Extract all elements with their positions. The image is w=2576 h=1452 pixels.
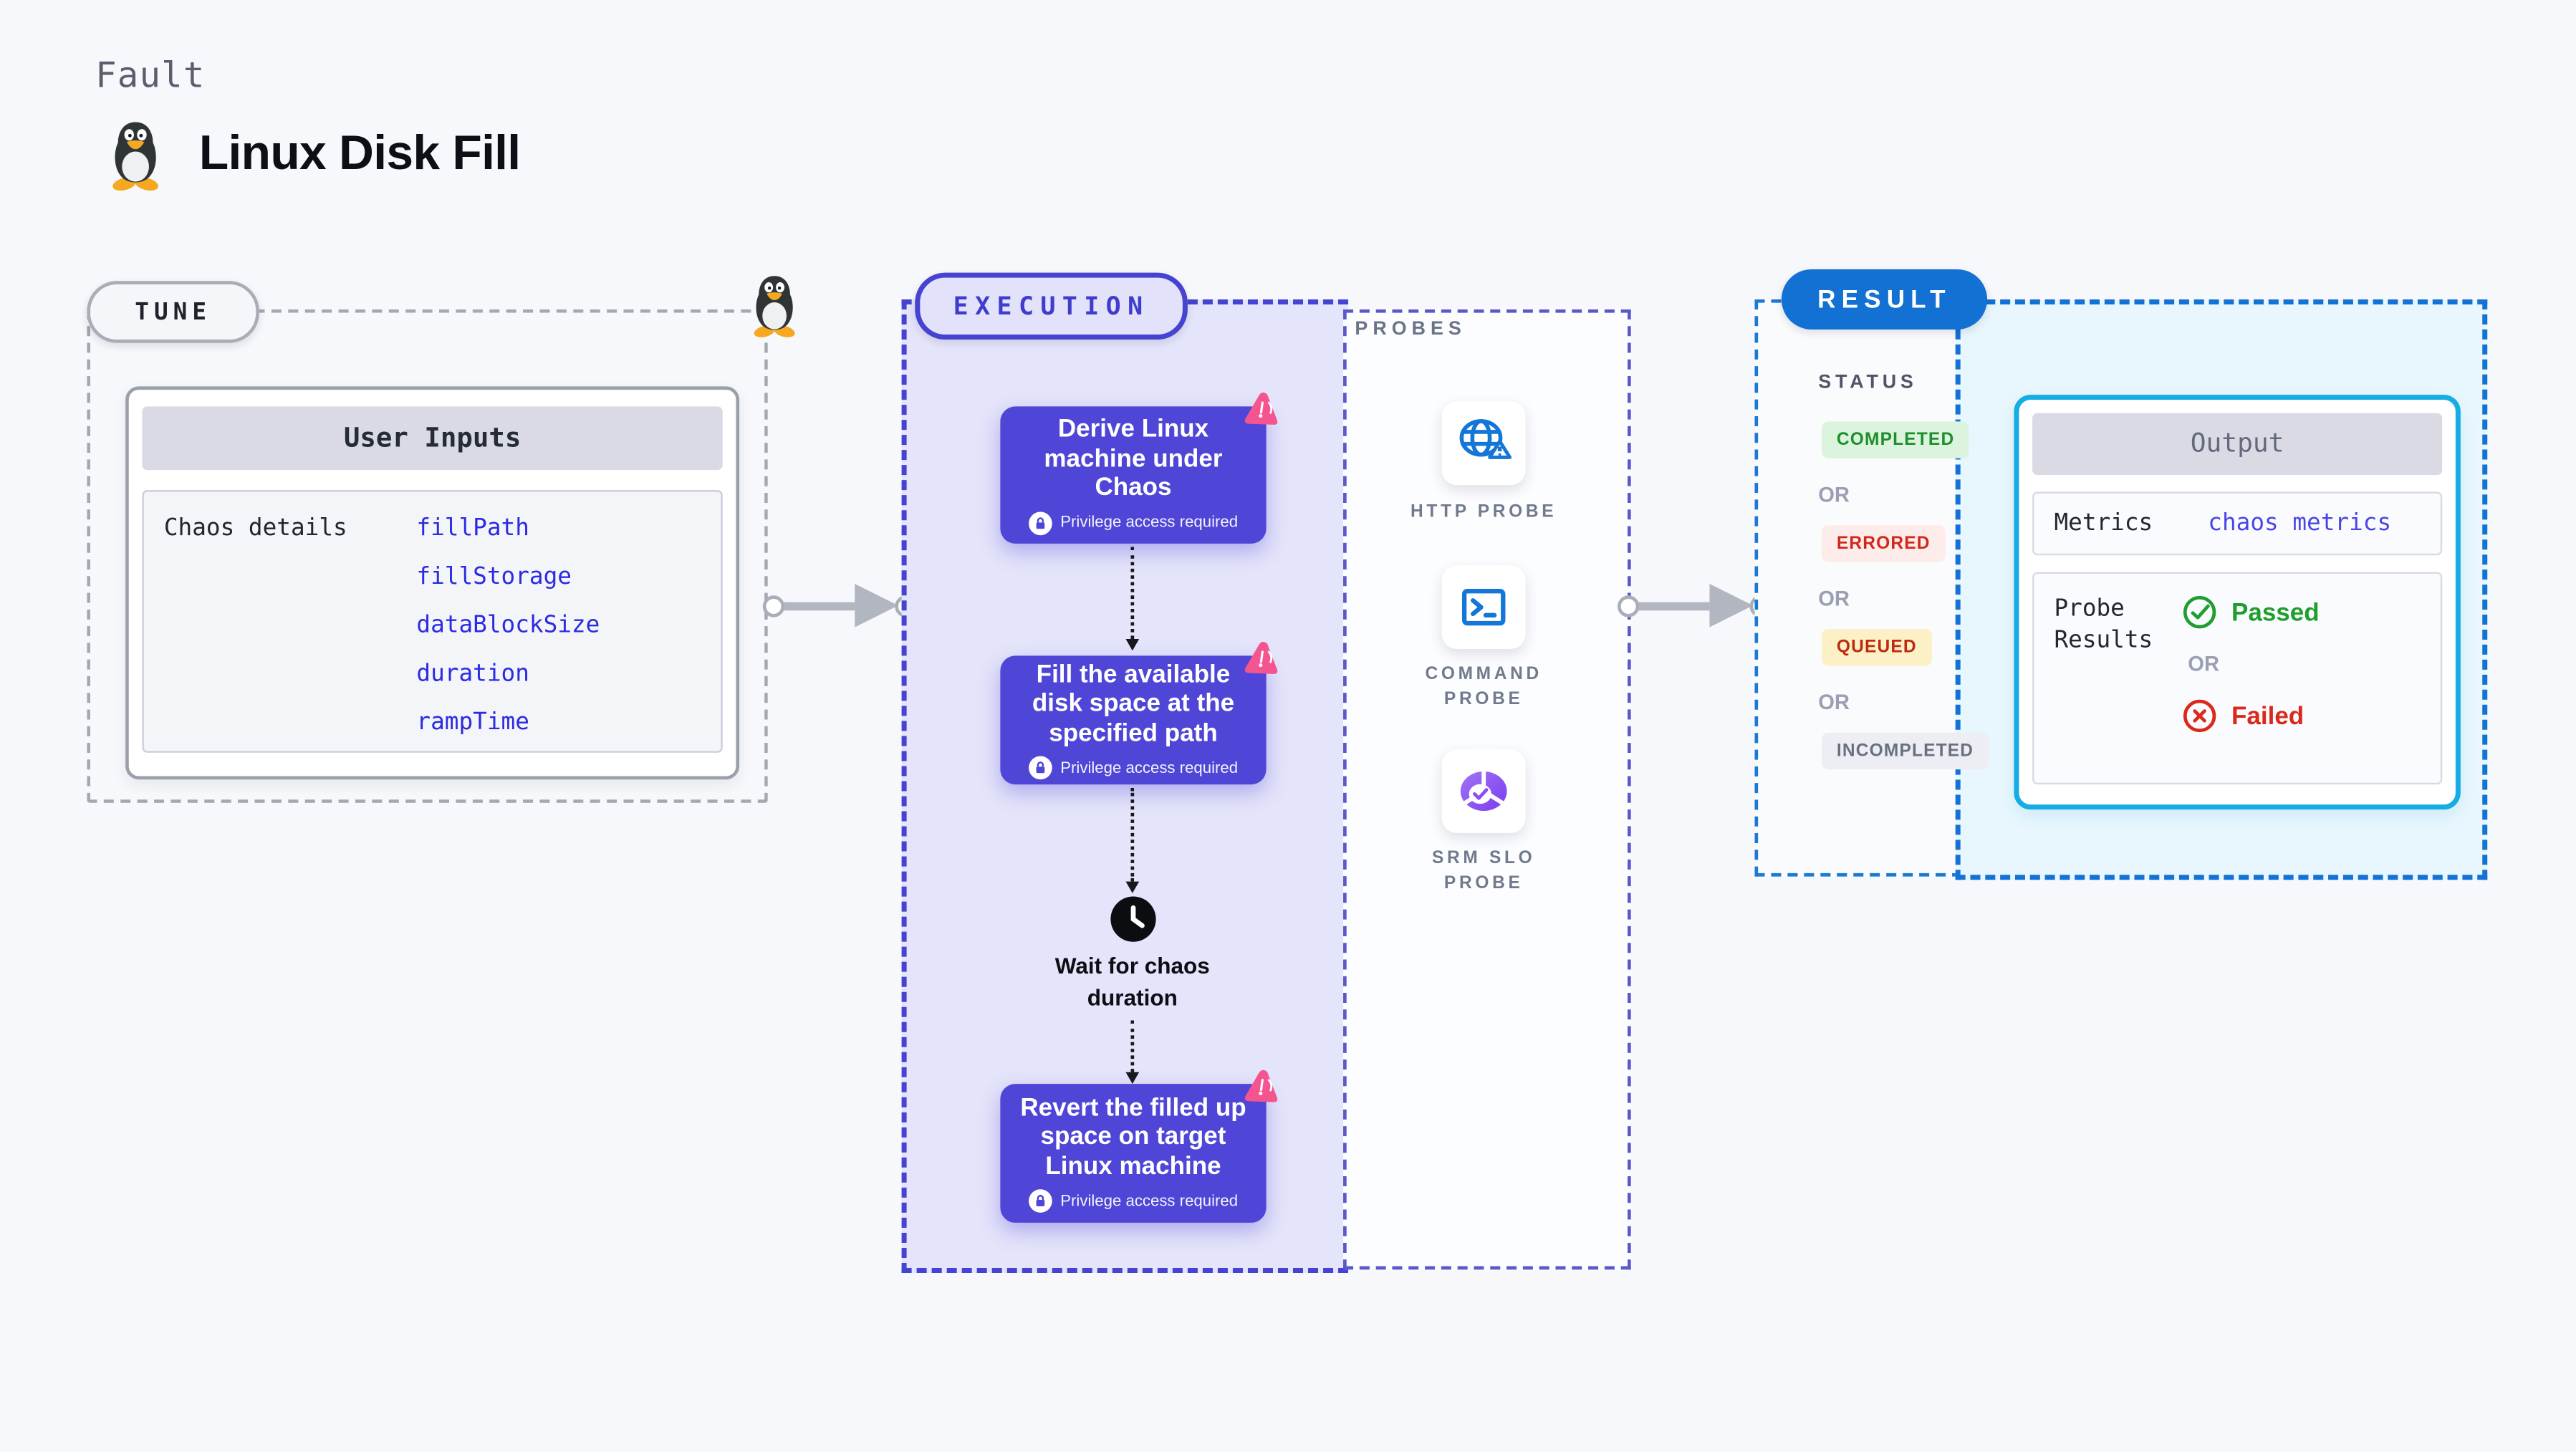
param-link-datablocksize[interactable]: dataBlockSize bbox=[416, 612, 600, 639]
step-title: Derive Linux machine under Chaos bbox=[1044, 415, 1223, 503]
badge-completed-text: COMPLETED bbox=[1821, 421, 1970, 458]
user-inputs-card: User Inputs Chaos details fillPath fillS… bbox=[125, 386, 740, 780]
status-badge-completed: COMPLETED bbox=[1821, 421, 1970, 458]
tux-penguin-corner-icon bbox=[746, 271, 802, 337]
status-badge-incompleted: INCOMPLETED bbox=[1821, 732, 1989, 770]
status-heading: STATUS bbox=[1818, 372, 1918, 393]
param-link-duration[interactable]: duration bbox=[416, 660, 529, 688]
connector-dot bbox=[761, 595, 784, 617]
chaos-experiment-icon bbox=[1244, 393, 1278, 425]
output-card: Output Metrics chaos metrics Probe Resul… bbox=[2014, 395, 2461, 810]
flow-connector bbox=[1125, 547, 1139, 651]
step-revert-space: Revert the filled up space on target Lin… bbox=[1000, 1069, 1278, 1223]
privilege-note: Privilege access required bbox=[1060, 759, 1239, 778]
or-separator: OR bbox=[1818, 587, 1850, 611]
badge-queued-text: QUEUED bbox=[1821, 628, 1932, 666]
connector-dot bbox=[1616, 595, 1639, 617]
srm-slo-probe-card bbox=[1441, 749, 1526, 833]
param-link-fillstorage[interactable]: fillStorage bbox=[416, 563, 572, 591]
x-circle-icon bbox=[2183, 699, 2216, 733]
metrics-label: Metrics bbox=[2054, 510, 2153, 537]
step-fill-disk: Fill the available disk space at the spe… bbox=[1000, 642, 1278, 785]
check-circle-icon bbox=[2183, 595, 2216, 629]
tune-section-label: TUNE bbox=[87, 281, 259, 343]
failed-text: Failed bbox=[2231, 701, 2305, 731]
flow-connector bbox=[1125, 1020, 1139, 1085]
passed-text: Passed bbox=[2231, 597, 2320, 627]
chaos-experiment-icon bbox=[1244, 1069, 1278, 1102]
param-link-fillpath[interactable]: fillPath bbox=[416, 515, 529, 542]
step-title: Revert the filled up space on target Lin… bbox=[1020, 1093, 1246, 1181]
privilege-note: Privilege access required bbox=[1060, 514, 1239, 533]
clock-icon bbox=[1109, 895, 1158, 943]
execution-label-text: EXECUTION bbox=[953, 291, 1150, 322]
result-section-label: RESULT bbox=[1781, 269, 1988, 330]
fault-eyebrow: Fault bbox=[95, 55, 206, 96]
badge-errored-text: ERRORED bbox=[1821, 525, 1946, 562]
chaos-experiment-icon bbox=[1244, 642, 1278, 674]
terminal-icon bbox=[1461, 589, 1506, 626]
flow-connector bbox=[1125, 787, 1139, 893]
metrics-row: Metrics chaos metrics bbox=[2032, 491, 2443, 556]
probe-results-label: Probe Results bbox=[2054, 595, 2153, 655]
lock-icon bbox=[1028, 756, 1052, 780]
privilege-note: Privilege access required bbox=[1060, 1192, 1239, 1211]
probe-results-row: Probe Results Passed OR Failed bbox=[2032, 572, 2443, 785]
chaos-details-label: Chaos details bbox=[163, 515, 347, 542]
tune-to-execution-arrow bbox=[761, 575, 916, 635]
execution-section-label: EXECUTION bbox=[915, 272, 1188, 340]
passed-line: Passed bbox=[2181, 594, 2320, 630]
param-link-ramptime[interactable]: rampTime bbox=[416, 709, 529, 736]
srm-slo-probe-label: SRM SLO PROBE bbox=[1431, 847, 1536, 893]
globe-alert-icon bbox=[1459, 419, 1512, 459]
tune-section bbox=[87, 309, 768, 803]
probes-heading: PROBES bbox=[1355, 319, 1466, 340]
execution-to-result-arrow bbox=[1616, 575, 1771, 635]
http-probe-label: HTTP PROBE bbox=[1410, 501, 1557, 522]
lock-icon bbox=[1028, 1189, 1052, 1213]
lock-icon bbox=[1028, 511, 1052, 535]
chaos-metrics-link[interactable]: chaos metrics bbox=[2208, 510, 2392, 537]
or-separator: OR bbox=[1818, 483, 1850, 507]
user-inputs-header: User Inputs bbox=[142, 406, 723, 471]
tux-penguin-icon bbox=[104, 117, 168, 191]
badge-incompleted-text: INCOMPLETED bbox=[1821, 732, 1989, 770]
chaos-params-list: fillPath fillStorage dataBlockSize durat… bbox=[416, 512, 600, 755]
command-probe-label: COMMAND PROBE bbox=[1425, 664, 1542, 710]
or-separator: OR bbox=[2188, 652, 2220, 676]
status-badge-queued: QUEUED bbox=[1821, 628, 1932, 666]
step-derive-machine: Derive Linux machine under Chaos Privile… bbox=[1000, 393, 1278, 544]
tune-label-text: TUNE bbox=[135, 298, 212, 326]
failed-line: Failed bbox=[2181, 698, 2320, 734]
wait-step-label: Wait for chaos duration bbox=[1054, 953, 1210, 1011]
page-title: Linux Disk Fill bbox=[198, 127, 521, 181]
status-badge-errored: ERRORED bbox=[1821, 525, 1946, 562]
user-inputs-body: Chaos details fillPath fillStorage dataB… bbox=[142, 490, 723, 755]
or-separator: OR bbox=[1818, 691, 1850, 715]
probe-results-values: Passed OR Failed bbox=[2181, 594, 2320, 734]
step-title: Fill the available disk space at the spe… bbox=[1032, 660, 1235, 748]
http-probe-card bbox=[1441, 401, 1526, 486]
slo-donut-icon bbox=[1460, 769, 1507, 811]
command-probe-card bbox=[1441, 565, 1526, 650]
output-header: Output bbox=[2032, 413, 2443, 476]
result-label-text: RESULT bbox=[1817, 285, 1951, 314]
